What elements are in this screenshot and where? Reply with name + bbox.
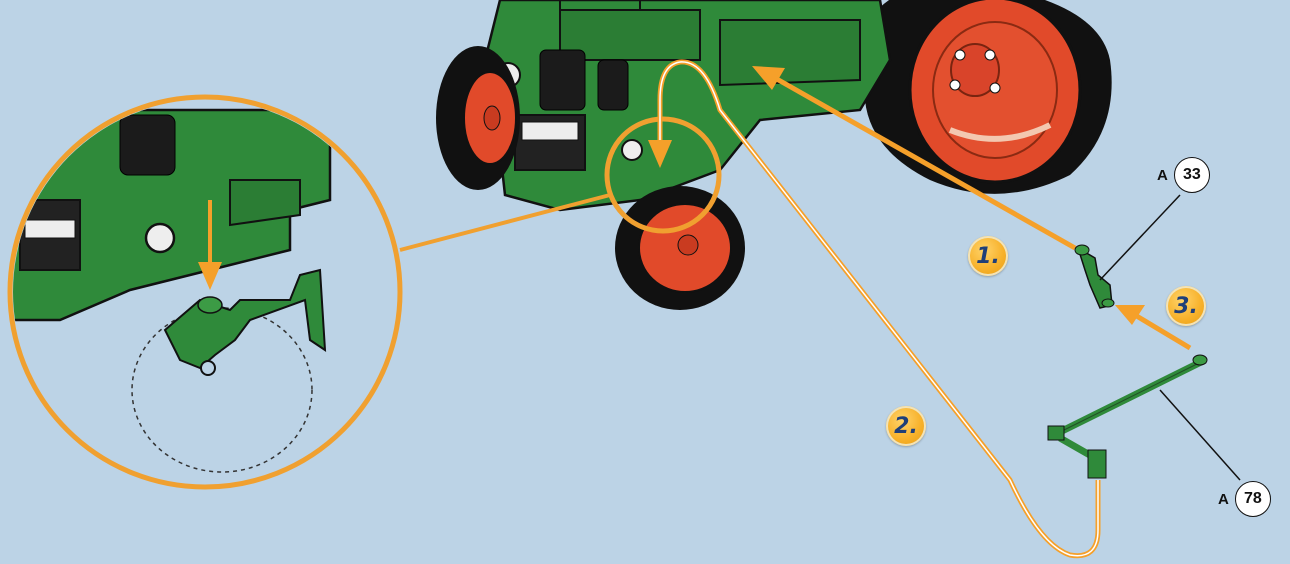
step-2-badge: 2. [886,406,926,446]
right-front-wheel [615,186,745,310]
part-ref-a78: A 78 [1218,481,1271,517]
step-1-badge: 1. [968,236,1008,276]
tractor-illustration [436,0,1112,310]
part-a33 [1075,195,1180,308]
detail-callout [10,97,719,487]
left-front-wheel [436,46,520,190]
part-ref-number: 78 [1235,481,1271,517]
step-3-badge: 3. [1166,286,1206,326]
part-a78 [1048,355,1240,480]
part-ref-number: 33 [1174,157,1210,193]
part-ref-prefix: A [1218,491,1229,508]
part-ref-prefix: A [1157,167,1168,184]
rear-wheel [865,0,1112,194]
part-ref-a33: A 33 [1157,157,1210,193]
